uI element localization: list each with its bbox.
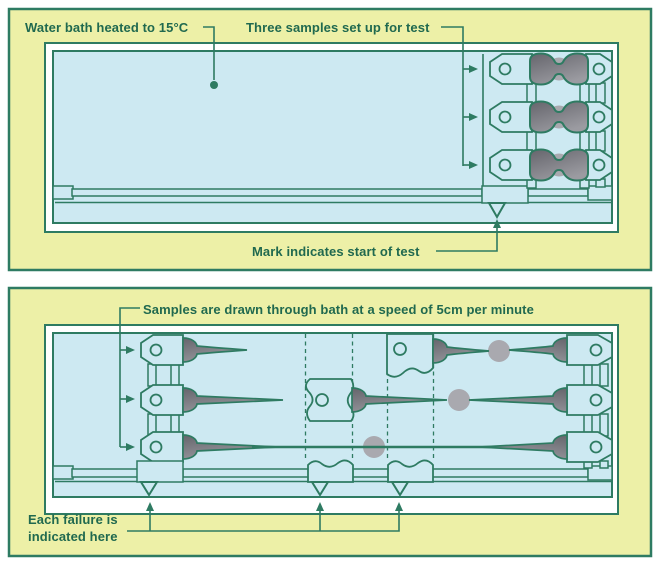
- mold-pin-hole: [149, 440, 163, 454]
- upper-leader-lines: [203, 26, 498, 252]
- sample-row-3: [489, 148, 613, 182]
- marker-plate: [307, 459, 354, 483]
- fixed-mold-column: [468, 334, 613, 469]
- arrow-right-icon: [126, 346, 135, 354]
- mold-right-half: [566, 384, 613, 416]
- mold-pin-hole: [149, 393, 163, 407]
- carriage-foot: [481, 185, 529, 204]
- sample-row-2: [489, 100, 613, 134]
- arrow-up-icon: [395, 502, 403, 511]
- ghost-mold-first-failure: [386, 333, 490, 378]
- mold-pin-hole: [393, 342, 407, 356]
- start-mark-leader: [436, 227, 498, 252]
- label-failure-line1: Each failure is: [28, 512, 118, 527]
- bitumen-sample: [529, 100, 589, 134]
- label-samples-setup: Three samples set up for test: [246, 20, 430, 35]
- failure-point-marker: [488, 340, 510, 362]
- broken-thread: [432, 338, 490, 364]
- mold-pin-hole: [315, 393, 329, 407]
- mold-pin-hole: [149, 343, 163, 357]
- mold-connector-tabs: [526, 82, 606, 189]
- arrow-right-icon: [126, 395, 135, 403]
- sample-assemblies: [489, 52, 613, 189]
- sample-row-1: [489, 52, 613, 86]
- failure-mark-v-icon: [310, 481, 330, 497]
- ghost-mold-second-failure: [305, 378, 448, 422]
- arrow-right-icon: [126, 443, 135, 451]
- marker-plate: [387, 459, 434, 483]
- upper-panel: [7, 7, 653, 272]
- label-draw-speed: Samples are drawn through bath at a spee…: [143, 302, 534, 317]
- arrow-up-icon: [493, 219, 501, 228]
- lower-leader-lines: [119, 307, 400, 532]
- arrow-up-icon: [146, 502, 154, 511]
- failure-marker-plates: [307, 459, 434, 483]
- mold-right-half: [566, 431, 613, 463]
- mold-pin-hole: [592, 62, 606, 76]
- failure-v-marks: [139, 481, 410, 497]
- arrow-right-icon: [469, 161, 478, 169]
- broken-thread: [351, 387, 448, 413]
- mold-pin-hole: [589, 343, 603, 357]
- leader-dot-icon: [210, 81, 218, 89]
- start-mark-v-icon: [487, 202, 507, 220]
- carriage-base: [136, 460, 184, 483]
- label-water-bath: Water bath heated to 15°C: [25, 20, 189, 35]
- lower-panel: [7, 286, 653, 558]
- failure-mark-v-icon: [390, 481, 410, 497]
- arrow-up-icon: [316, 502, 324, 511]
- mold-pin-hole: [498, 62, 512, 76]
- mold-pin-hole: [498, 110, 512, 124]
- mold-pin-hole: [589, 440, 603, 454]
- failure-mark-v-icon: [139, 481, 159, 497]
- mold-pin-hole: [589, 393, 603, 407]
- lower-arrowheads: [126, 346, 403, 511]
- mold-pin-hole: [498, 158, 512, 172]
- draw-speed-leader: [119, 307, 140, 447]
- stretched-samples-left: [182, 337, 284, 460]
- broken-thread: [182, 387, 284, 413]
- label-failure-line2: indicated here: [28, 529, 118, 544]
- stretching-thread: [479, 434, 568, 460]
- failure-point-marker: [448, 389, 470, 411]
- failure-leader: [127, 510, 400, 532]
- arrow-right-icon: [469, 65, 478, 73]
- broken-thread: [508, 337, 568, 363]
- bitumen-sample: [529, 148, 589, 182]
- broken-thread: [468, 387, 568, 413]
- broken-thread: [182, 337, 248, 363]
- arrow-right-icon: [469, 113, 478, 121]
- upper-arrowheads: [469, 65, 501, 228]
- bitumen-sample: [529, 52, 589, 86]
- mold-right-half: [566, 334, 613, 366]
- label-start-mark: Mark indicates start of test: [252, 244, 420, 259]
- mold-pin-hole: [592, 158, 606, 172]
- water-bath-leader: [203, 26, 215, 80]
- mold-pin-hole: [592, 110, 606, 124]
- samples-leader: [441, 26, 464, 166]
- moving-carriage: [136, 334, 184, 483]
